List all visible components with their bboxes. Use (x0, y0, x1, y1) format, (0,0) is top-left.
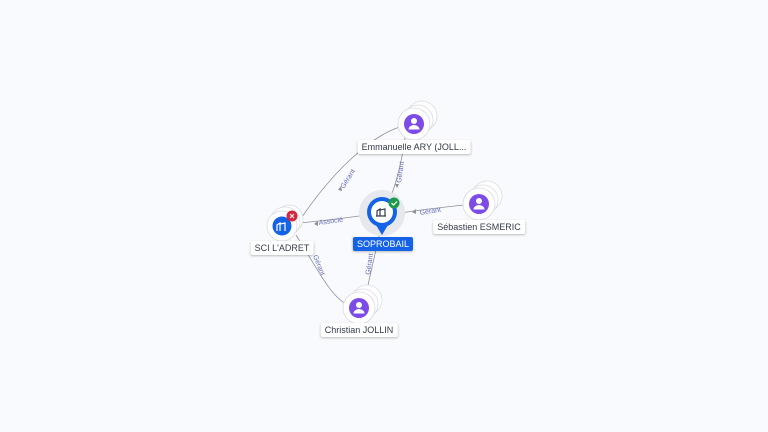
node-soprobail[interactable] (359, 190, 405, 236)
node-sci-ladret[interactable] (266, 204, 304, 242)
edge-label-sci-soprobail: Associé (318, 217, 343, 227)
edge-label-sebastien-soprobail: Gérant (419, 207, 441, 217)
building-icon (272, 216, 292, 236)
node-label-emmanuelle[interactable]: Emmanuelle ARY (JOLL... (357, 140, 471, 154)
person-icon (349, 298, 369, 318)
edge-label-christian-sci: Gérant (311, 254, 326, 277)
person-icon (469, 194, 489, 214)
node-label-sci-ladret[interactable]: SCI L'ADRET (250, 241, 314, 255)
node-label-soprobail[interactable]: SOPROBAIL (352, 237, 414, 251)
node-sebastien[interactable] (462, 180, 503, 221)
edge-label-christian-soprobail: Gérant (365, 253, 375, 275)
arrowhead (395, 184, 399, 188)
node-label-sebastien[interactable]: Sébastien ESMERIC (433, 220, 525, 234)
node-label-christian[interactable]: Christian JOLLIN (320, 323, 398, 337)
check-icon (388, 197, 400, 209)
arrowhead (412, 209, 416, 214)
node-christian[interactable] (342, 284, 383, 325)
close-icon (286, 210, 298, 222)
building-icon (376, 207, 386, 217)
edge-emmanuelle-sci[interactable] (299, 125, 404, 221)
node-emmanuelle[interactable] (397, 100, 438, 141)
arrowhead (314, 221, 318, 226)
edge-label-emmanuelle-soprobail: Gérant (396, 161, 406, 183)
arrowhead (338, 186, 342, 191)
person-icon (404, 114, 424, 134)
edge-label-emmanuelle-sci: Gérant (340, 168, 357, 190)
edge-sebastien-soprobail[interactable] (399, 204, 465, 214)
